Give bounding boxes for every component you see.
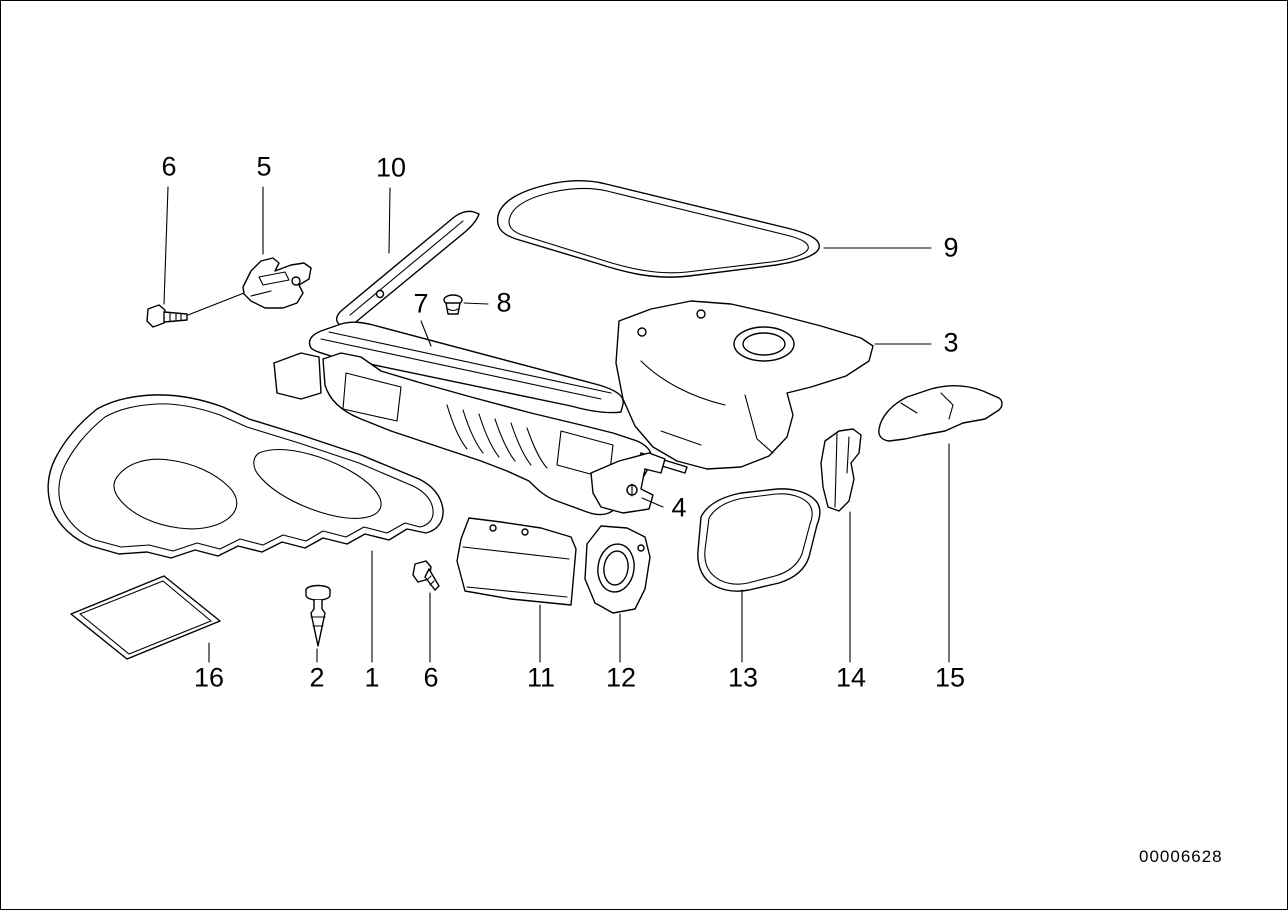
callout-12[interactable]: 12 [605, 662, 637, 693]
callout-8[interactable]: 8 [496, 287, 512, 318]
part-13-shape [697, 488, 821, 592]
callout-3[interactable]: 3 [943, 327, 959, 358]
part-9-shape [496, 180, 820, 278]
part-6-lower-shape [412, 560, 440, 591]
callout-13[interactable]: 13 [727, 662, 759, 693]
callout-11[interactable]: 11 [526, 662, 556, 693]
part-10-shape [335, 210, 480, 327]
part-2-shape [305, 584, 331, 647]
callout-1[interactable]: 1 [364, 662, 380, 693]
part-6-upper-shape [146, 292, 245, 328]
part-16-shape [70, 575, 221, 660]
part-4-shape [590, 452, 688, 514]
callout-6-upper[interactable]: 6 [161, 151, 177, 182]
part-1-shape [47, 394, 444, 559]
part-8-shape [443, 294, 463, 315]
part-15-shape [878, 385, 1003, 442]
callout-2[interactable]: 2 [309, 662, 325, 693]
callout-7[interactable]: 7 [413, 288, 429, 319]
callout-9[interactable]: 9 [943, 232, 959, 263]
diagram-number: 00006628 [1139, 847, 1223, 866]
firewall-insulation-shape [273, 352, 653, 516]
part-11-shape [456, 517, 577, 606]
callout-16[interactable]: 16 [193, 662, 225, 693]
part-12-shape [584, 525, 651, 614]
callout-5[interactable]: 5 [256, 151, 272, 182]
callout-6-lower[interactable]: 6 [423, 662, 439, 693]
callout-10[interactable]: 10 [375, 152, 407, 183]
callout-14[interactable]: 14 [835, 662, 867, 693]
leader-lines [163, 186, 950, 663]
part-14-shape [820, 428, 862, 512]
callout-15[interactable]: 15 [934, 662, 966, 693]
part-5-shape [242, 257, 312, 309]
part-3-shape [615, 300, 874, 470]
callout-4[interactable]: 4 [671, 492, 687, 523]
